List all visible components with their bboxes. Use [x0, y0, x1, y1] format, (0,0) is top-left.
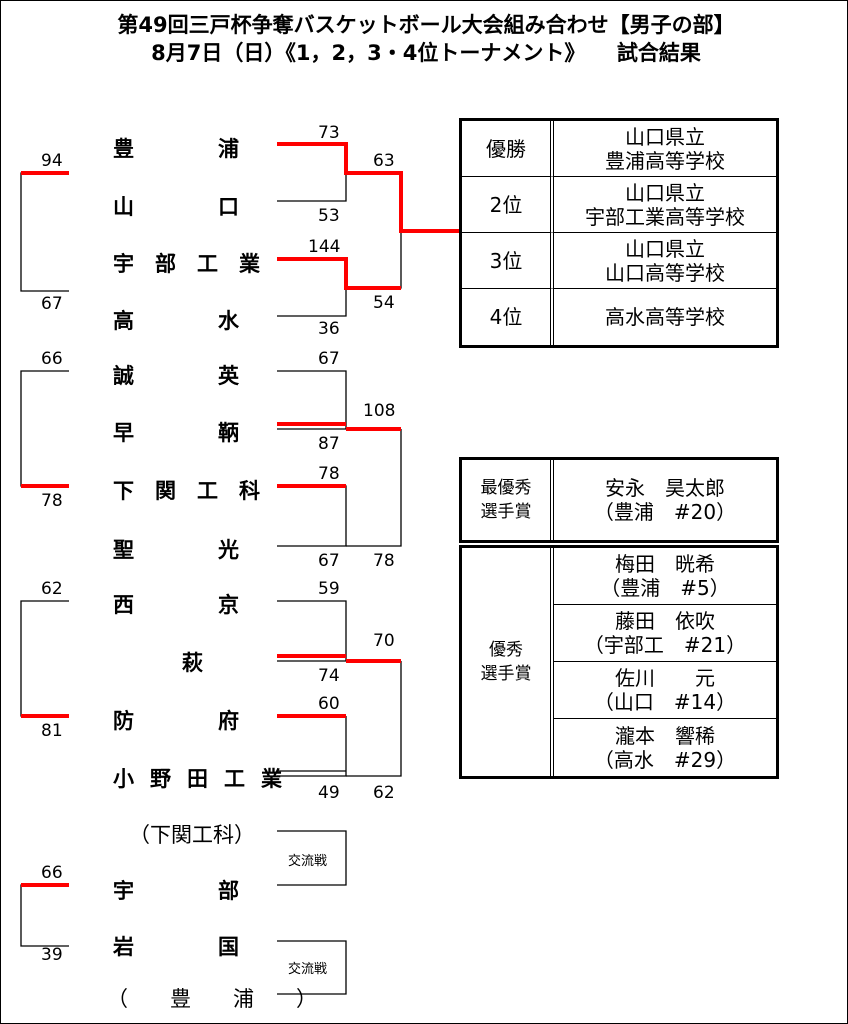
score: 144 — [308, 237, 341, 257]
page-subtitle: 8月7日（日）《1，2，3・4位トーナメント》 試合結果 — [151, 41, 701, 65]
score: 94 — [41, 151, 63, 171]
score: 81 — [41, 721, 63, 741]
score: 66 — [41, 349, 63, 369]
excellent-player: 佐川 元（山口 #14） — [554, 662, 776, 719]
score: 67 — [318, 551, 340, 571]
excellent-label: 優秀選手賞 — [462, 548, 554, 776]
score: 87 — [318, 434, 340, 454]
exchange-match-label: 交流戦 — [288, 962, 328, 977]
score: 78 — [318, 464, 340, 484]
rank-label: 4位 — [462, 289, 554, 345]
rank-team: 高水高等学校 — [605, 305, 725, 329]
score: 66 — [41, 863, 63, 883]
mvp-label: 最優秀選手賞 — [462, 460, 554, 540]
rank-team: 山口県立宇部工業高等学校 — [554, 177, 776, 233]
score: 63 — [373, 151, 395, 171]
team-name: 誠 英 — [113, 364, 239, 388]
team-name: 防 府 — [113, 709, 239, 733]
score: 78 — [373, 551, 395, 571]
excellent-players-table: 優秀選手賞 梅田 晄希（豊浦 #5） 藤田 依吹（宇部工 #21） 佐川 元（山… — [459, 545, 779, 779]
score: 62 — [373, 783, 395, 803]
score: 62 — [41, 579, 63, 599]
team-name: 下 関 工 科 — [113, 479, 260, 503]
team-name: 山 口 — [113, 195, 239, 219]
score: 54 — [373, 293, 395, 313]
mvp-table: 最優秀選手賞 安永 昊太郎（豊浦 #20） — [459, 457, 779, 543]
team-name: 聖 光 — [113, 538, 239, 562]
score: 78 — [41, 491, 63, 511]
team-name: 宇 部 — [113, 879, 239, 903]
team-name: （ 豊 浦 ） — [107, 987, 317, 1011]
rank-label: 優勝 — [462, 121, 554, 177]
rank-team: 山口県立山口高等学校 — [554, 233, 776, 289]
excellent-player: 梅田 晄希（豊浦 #5） — [554, 548, 776, 605]
team-name: 早 鞆 — [113, 421, 239, 445]
page-title: 第49回三戸杯争奪バスケットボール大会組み合わせ【男子の部】 — [117, 13, 735, 37]
team-name: 小 野 田 工 業 — [113, 767, 282, 791]
score: 36 — [318, 319, 340, 339]
ranking-table: 優勝 山口県立豊浦高等学校 2位 山口県立宇部工業高等学校 3位 山口県立山口高… — [459, 118, 779, 348]
score: 73 — [318, 123, 340, 143]
score: 108 — [363, 401, 396, 421]
team-name: 萩 — [182, 651, 203, 675]
score: 49 — [318, 783, 340, 803]
score: 74 — [318, 666, 340, 686]
exchange-match-label: 交流戦 — [288, 854, 328, 869]
score: 67 — [41, 294, 63, 314]
team-name: 西 京 — [113, 593, 239, 617]
score: 39 — [41, 945, 63, 965]
team-name: 高 水 — [113, 309, 239, 333]
team-name: 豊 浦 — [113, 137, 239, 161]
rank-team: 山口県立豊浦高等学校 — [554, 121, 776, 177]
score: 53 — [318, 206, 340, 226]
score: 60 — [318, 694, 340, 714]
score: 70 — [373, 631, 395, 651]
excellent-player: 藤田 依吹（宇部工 #21） — [554, 605, 776, 662]
score: 59 — [318, 579, 340, 599]
mvp-player: 安永 昊太郎（豊浦 #20） — [593, 476, 737, 524]
rank-label: 3位 — [462, 233, 554, 289]
team-name: 岩 国 — [113, 935, 239, 959]
team-name: （下関工科） — [129, 823, 255, 847]
score: 67 — [318, 349, 340, 369]
team-name: 宇 部 工 業 — [113, 252, 260, 276]
rank-label: 2位 — [462, 177, 554, 233]
excellent-player: 瀧本 響稀（高水 #29） — [593, 723, 737, 772]
